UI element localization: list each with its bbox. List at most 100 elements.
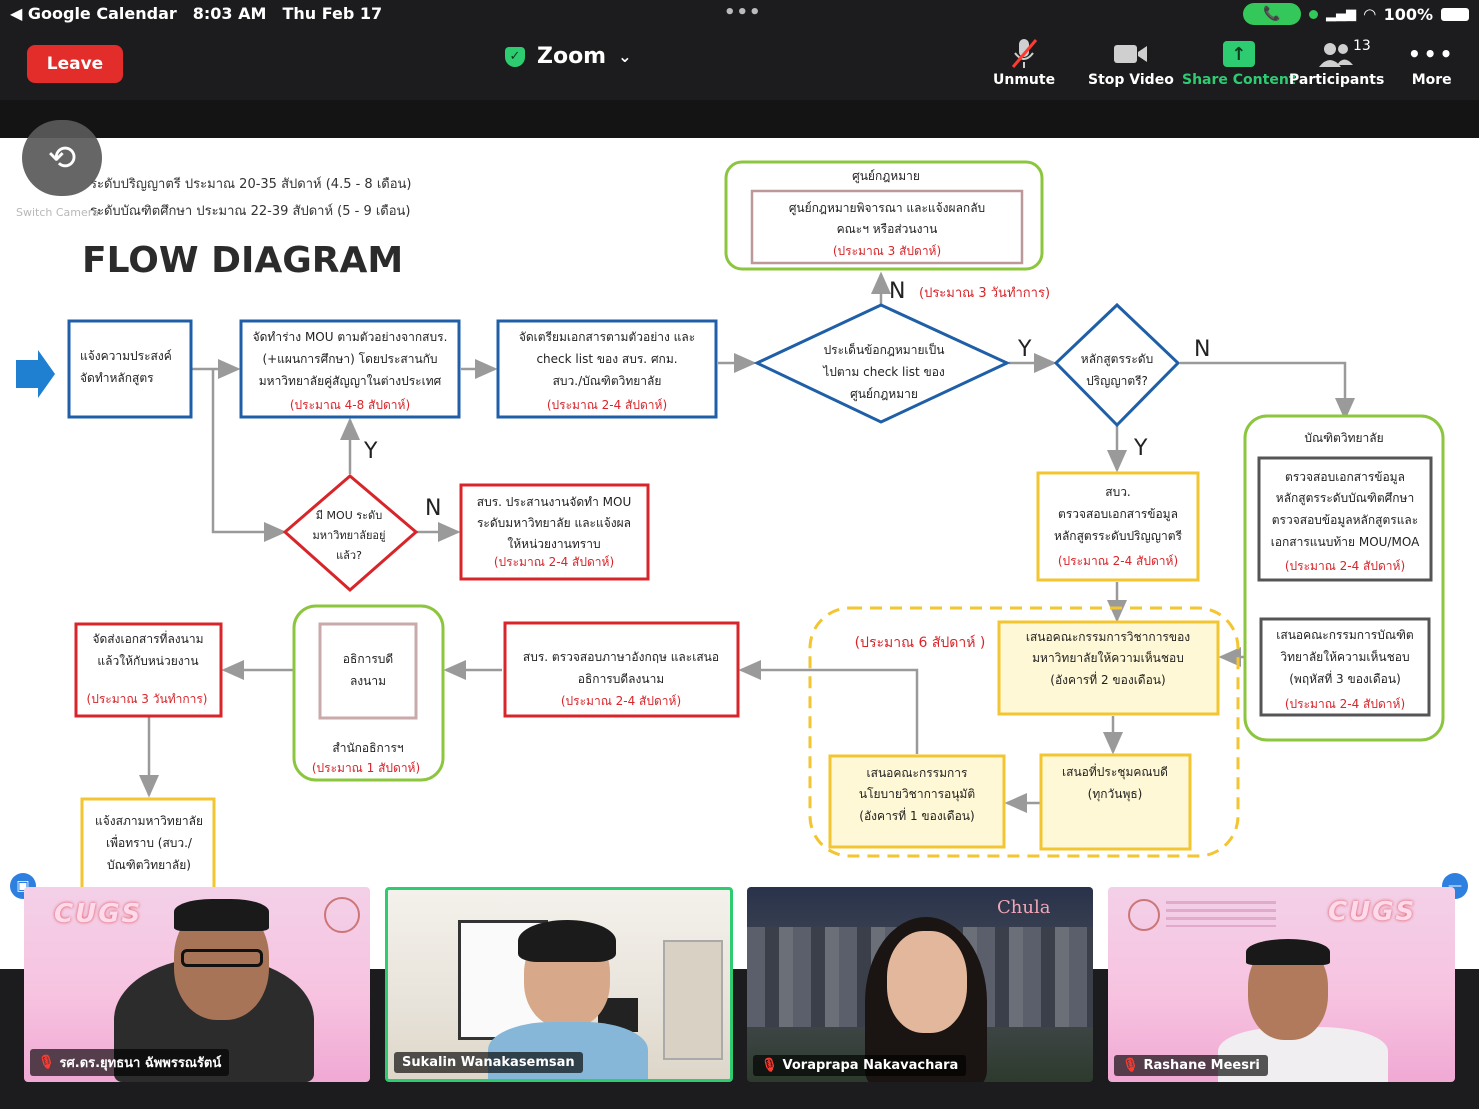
step-draft-mou-duration: (ประมาณ 4-8 สัปดาห์) xyxy=(290,398,410,412)
participant-face-front xyxy=(887,931,967,1033)
wifi-icon: ◠ xyxy=(1364,5,1376,23)
step-draft-mou-text: จัดทำร่าง MOU ตามตัวอย่างจากสบร.(+แผนการ… xyxy=(253,330,448,389)
muted-mic-icon: 🎙 xyxy=(761,1058,778,1073)
cugs-logo: CUGS xyxy=(1328,897,1417,927)
step-notify-council xyxy=(80,797,216,901)
legal-n-duration: (ประมาณ 3 วันทำการ) xyxy=(919,286,1050,301)
step-prepare-docs xyxy=(496,319,718,419)
muted-mic-icon: 🎙 xyxy=(1122,1058,1139,1073)
flow-diagram: ระดับปริญญาตรี ประมาณ 20-35 สัปดาห์ (4.5… xyxy=(16,160,1445,901)
room-shelf xyxy=(663,940,723,1060)
chula-seal-icon xyxy=(324,897,360,933)
video-camera-icon xyxy=(1113,36,1149,72)
step-president-sign xyxy=(318,622,418,720)
chula-logo: Chula xyxy=(997,897,1050,918)
step-draft-mou xyxy=(239,319,461,419)
more-dots-icon: ••• xyxy=(1408,42,1456,66)
switch-camera-label: Switch Camera xyxy=(16,206,100,219)
share-content-button[interactable]: ↑ Share Content xyxy=(1182,36,1295,88)
date: Thu Feb 17 xyxy=(282,4,383,23)
step-academic-committee xyxy=(997,620,1220,716)
meeting-title[interactable]: ✓ Zoom ⌄ xyxy=(505,44,632,69)
step-prepare-docs-duration: (ประมาณ 2-4 สัปดาห์) xyxy=(547,398,667,412)
share-content-label: Share Content xyxy=(1182,72,1296,88)
participants-count: 13 xyxy=(1353,38,1371,54)
participant-hair xyxy=(1246,939,1330,965)
participant-name-tag: 🎙Rashane Meesri xyxy=(1114,1055,1268,1076)
duration-note-bachelor: ระดับปริญญาตรี ประมาณ 20-35 สัปดาห์ (4.5… xyxy=(90,176,411,192)
video-tile-3[interactable]: Chula 🎙Voraprapa Nakavachara xyxy=(747,887,1093,1082)
six-week-label: (ประมาณ 6 สัปดาห์ ) xyxy=(855,634,986,651)
participants-label: Participants xyxy=(1289,72,1385,88)
y-label-mou: Y xyxy=(363,439,378,464)
status-bar: ◀ Google Calendar 8:03 AM Thu Feb 17 •••… xyxy=(0,0,1479,28)
decision-mou-exists-text: มี MOU ระดับมหาวิทยาลัยอยู่แล้ว? xyxy=(313,509,386,562)
participants-button[interactable]: Participants xyxy=(1289,36,1384,88)
step-deans-meeting xyxy=(1039,753,1192,851)
president-office-label: สำนักอธิการฯ xyxy=(332,741,403,755)
n-label-legal: N xyxy=(889,279,905,304)
toolbar-spacer xyxy=(0,100,1479,138)
step-english-check xyxy=(503,621,740,718)
graduate-school-title: บัณฑิตวิทยาลัย xyxy=(1304,431,1383,445)
clock: 8:03 AM xyxy=(192,4,267,23)
cugs-logo: CUGS xyxy=(54,899,143,929)
battery-icon xyxy=(1441,7,1469,21)
step-deans-meeting-text: เสนอที่ประชุมคณบดี(ทุกวันพุธ) xyxy=(1062,763,1168,802)
switch-camera-button[interactable]: ⟲ xyxy=(22,120,102,196)
video-tile-1[interactable]: CUGS 🎙รศ.ดร.ยุทธนา ฉัพพรรณรัตน์ xyxy=(24,887,370,1082)
step-grad-check-duration: (ประมาณ 2-4 สัปดาห์) xyxy=(1285,559,1405,573)
slide-title: FLOW DIAGRAM xyxy=(82,240,403,281)
more-label: More xyxy=(1411,72,1452,88)
step-grad-check xyxy=(1257,456,1433,582)
decision-legal-check-text: ประเด็นข้อกฎหมายเป็นไปตาม check list ของ… xyxy=(822,342,945,402)
video-tile-4[interactable]: CUGS 🎙Rashane Meesri xyxy=(1108,887,1455,1082)
step-grad-committee xyxy=(1259,617,1431,717)
participant-name-tag: Sukalin Wanakasemsan xyxy=(394,1052,583,1073)
president-office-duration: (ประมาณ 1 สัปดาห์) xyxy=(312,761,420,775)
step-policy-committee-text: เสนอคณะกรรมการนโยบายวิชาการอนุมัติ(อังคา… xyxy=(859,766,975,823)
participant-hair xyxy=(174,899,269,931)
step-policy-committee xyxy=(828,754,1006,849)
step-notify-intent xyxy=(67,319,193,419)
chula-logo-text: Chula xyxy=(997,897,1051,918)
video-tile-2-active-speaker[interactable]: Sukalin Wanakasemsan xyxy=(385,887,733,1082)
mic-indicator-dot xyxy=(1309,9,1319,19)
more-button[interactable]: ••• More xyxy=(1408,36,1455,88)
step-president-sign-text: อธิการบดีลงนาม xyxy=(343,652,393,688)
unmute-button[interactable]: Unmute xyxy=(993,36,1055,88)
decision-bachelor-text: หลักสูตรระดับปริญญาตรี? xyxy=(1081,352,1153,388)
step-undergrad-check xyxy=(1036,471,1200,582)
share-up-arrow-icon: ↑ xyxy=(1222,36,1255,72)
step-academic-committee-text: เสนอคณะกรรมการวิชาการของมหาวิทยาลัยให้คว… xyxy=(1026,630,1190,687)
battery-level: 100% xyxy=(1383,4,1433,24)
participant-name-tag: 🎙Voraprapa Nakavachara xyxy=(753,1055,967,1076)
step-grad-committee-text: เสนอคณะกรรมการบัณฑิตวิทยาลัยให้ความเห็นช… xyxy=(1276,628,1413,686)
start-arrow-icon xyxy=(16,350,55,398)
step-legal-review-text: ศูนย์กฎหมายพิจารณา และแจ้งผลกลับคณะฯ หรื… xyxy=(789,201,985,236)
call-active-icon[interactable]: 📞 xyxy=(1243,3,1302,25)
muted-mic-icon: 🎙 xyxy=(38,1055,55,1070)
camera-rotate-icon: ⟲ xyxy=(47,138,77,178)
decision-mou-exists xyxy=(282,474,419,593)
stop-video-button[interactable]: Stop Video xyxy=(1088,36,1174,88)
duration-note-graduate: ระดับบัณฑิตศึกษา ประมาณ 22-39 สัปดาห์ (5… xyxy=(90,203,411,219)
zoom-toolbar: Leave ✓ Zoom ⌄ Unmute Stop Video ↑ Share… xyxy=(0,28,1479,100)
n-label-mou: N xyxy=(425,496,441,521)
step-coordinate-mou xyxy=(459,483,650,581)
unmute-label: Unmute xyxy=(993,72,1056,88)
multitask-dots[interactable]: ••• xyxy=(724,2,762,23)
step-send-signed-docs xyxy=(74,622,223,718)
participants-icon xyxy=(1317,36,1357,72)
participant-glasses xyxy=(181,949,263,967)
step-grad-check-text: ตรวจสอบเอกสารข้อมูลหลักสูตรระดับบัณฑิตศึ… xyxy=(1271,470,1420,549)
legal-center-title: ศูนย์กฎหมาย xyxy=(852,169,920,184)
step-send-signed-docs-duration: (ประมาณ 3 วันทำการ) xyxy=(87,692,208,706)
back-to-app-link[interactable]: ◀ Google Calendar xyxy=(10,4,177,23)
step-coordinate-mou-duration: (ประมาณ 2-4 สัปดาห์) xyxy=(494,555,614,569)
step-notify-intent-text: แจ้งความประสงค์จัดทำหลักสูตร xyxy=(80,349,172,386)
leave-button[interactable]: Leave xyxy=(27,45,123,83)
step-legal-review xyxy=(750,189,1024,265)
